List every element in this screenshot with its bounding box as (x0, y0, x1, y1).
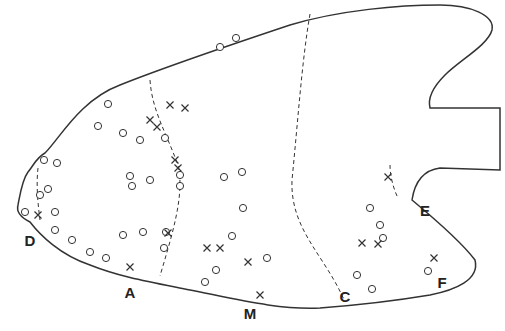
site-cross (431, 255, 438, 262)
site-cross (35, 212, 42, 219)
site-circle (119, 129, 126, 136)
site-circle (44, 185, 51, 192)
site-circle (104, 100, 111, 107)
site-circle (119, 231, 126, 238)
site-cross (167, 102, 174, 109)
site-circle (68, 236, 75, 243)
area-letter: M (244, 306, 257, 321)
site-circle (139, 228, 146, 235)
site-circles (21, 34, 431, 292)
site-cross (172, 157, 179, 164)
site-circle (263, 254, 270, 261)
site-circle (424, 267, 431, 274)
site-circle (220, 173, 227, 180)
site-circle (238, 168, 245, 175)
site-circle (232, 34, 239, 41)
site-cross (257, 292, 264, 299)
site-circle (228, 232, 235, 239)
site-cross (165, 230, 172, 237)
area-letter: D (25, 233, 36, 248)
site-cross (127, 264, 134, 271)
site-circle (379, 234, 386, 241)
site-circle (36, 191, 43, 198)
area-letter: E (420, 203, 430, 218)
site-circle (146, 176, 153, 183)
site-cross (147, 117, 154, 124)
site-circle (94, 122, 101, 129)
site-circle (176, 182, 183, 189)
site-cross (385, 174, 392, 181)
area-boundary (37, 14, 398, 302)
site-cross (245, 259, 252, 266)
area-letter: F (437, 275, 446, 290)
site-circle (51, 208, 58, 215)
site-cross (359, 240, 366, 247)
site-cross (375, 241, 382, 248)
site-cross (175, 165, 182, 172)
site-circle (239, 204, 246, 211)
cortex-outline (18, 5, 500, 308)
site-circle (53, 159, 60, 166)
area-letter: A (125, 285, 136, 300)
site-circle (161, 134, 168, 141)
site-circle (366, 204, 373, 211)
site-cross (154, 124, 161, 131)
site-circle (102, 254, 109, 261)
site-cross (217, 245, 224, 252)
site-circle (216, 43, 223, 50)
site-cross (182, 105, 189, 112)
site-circle (176, 171, 183, 178)
site-circle (51, 226, 58, 233)
site-circle (126, 172, 133, 179)
site-circle (40, 156, 47, 163)
site-circle (353, 271, 360, 278)
site-crosses (35, 102, 438, 299)
site-cross (204, 245, 211, 252)
site-circle (21, 208, 28, 215)
site-circle (128, 182, 135, 189)
area-letter: C (340, 289, 351, 304)
site-circle (212, 266, 219, 273)
site-circle (86, 248, 93, 255)
site-circle (136, 136, 143, 143)
site-circle (201, 278, 208, 285)
site-circle (368, 285, 375, 292)
site-circle (160, 244, 167, 251)
site-circle (376, 221, 383, 228)
